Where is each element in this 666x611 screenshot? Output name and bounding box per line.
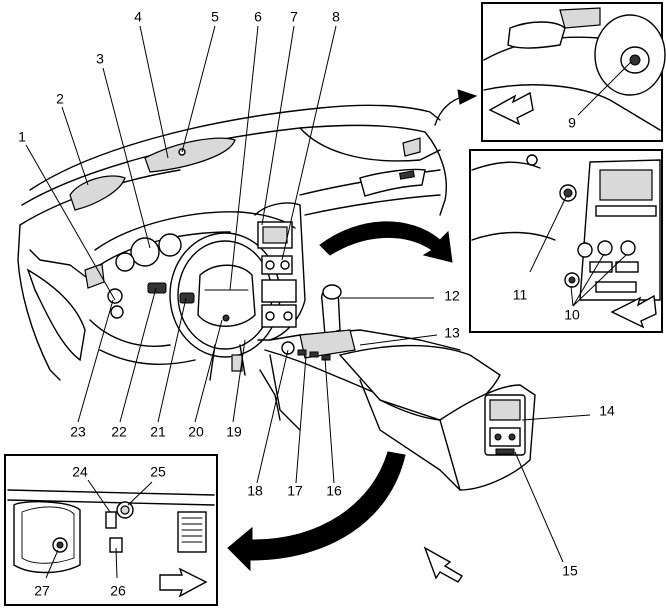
callout-9: 9: [568, 115, 576, 131]
inset-bottom-left: [4, 454, 218, 606]
callout-14: 14: [599, 403, 615, 419]
callout-13: 13: [444, 325, 460, 341]
callout-2: 2: [56, 91, 64, 107]
leader-lines: [25, 25, 591, 563]
callout-26: 26: [110, 583, 126, 599]
callout-27: 27: [34, 583, 50, 599]
callout-11: 11: [513, 287, 528, 303]
callout-3: 3: [96, 51, 104, 67]
large-arrows: [227, 89, 478, 583]
callout-16: 16: [326, 483, 342, 499]
callout-22: 22: [111, 424, 127, 440]
callout-15: 15: [562, 563, 578, 579]
callout-17: 17: [287, 483, 303, 499]
callout-1: 1: [18, 129, 26, 145]
callout-7: 7: [290, 9, 298, 25]
callout-18: 18: [247, 483, 263, 499]
instrument-panel-illustration: [17, 104, 536, 491]
callout-20: 20: [188, 424, 204, 440]
callout-6: 6: [254, 9, 262, 25]
callout-5: 5: [211, 9, 219, 25]
callout-4: 4: [134, 9, 142, 25]
callout-23: 23: [70, 424, 86, 440]
callout-8: 8: [332, 9, 340, 25]
callout-19: 19: [226, 424, 242, 440]
inset-middle-right: [469, 149, 663, 333]
callout-21: 21: [150, 424, 166, 440]
callout-12: 12: [444, 288, 460, 304]
inset-top-right: [481, 2, 666, 142]
callout-labels: 1 2 3 4 5 6 7 8 9 10 11 12 13 14 15 16 1…: [18, 9, 615, 599]
callout-10: 10: [564, 307, 580, 323]
callout-25: 25: [150, 464, 166, 480]
callout-24: 24: [72, 464, 88, 480]
